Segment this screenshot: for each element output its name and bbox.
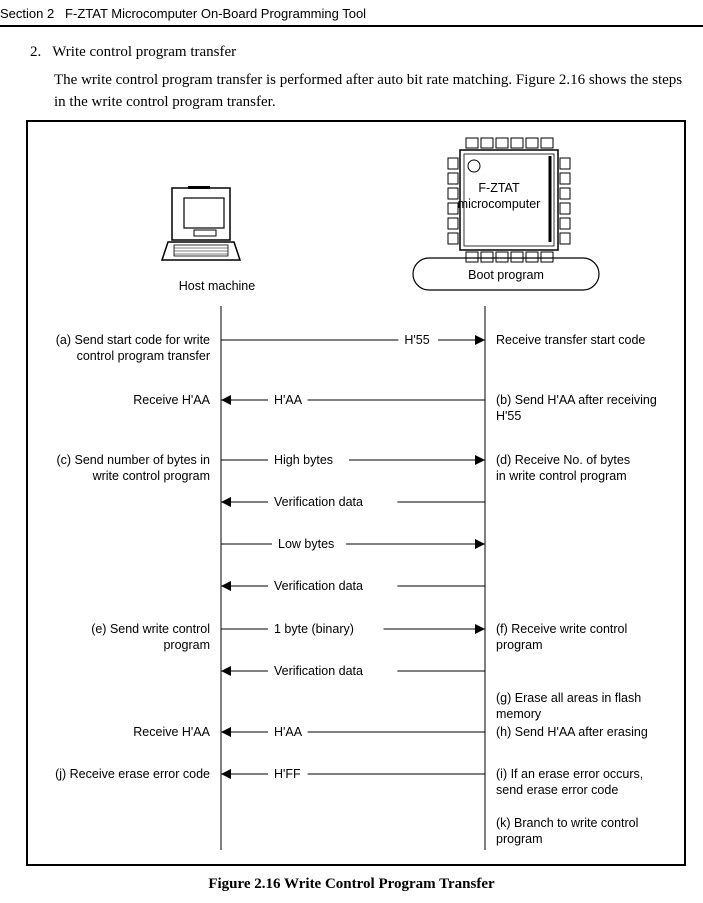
chip-icon [447, 137, 571, 263]
target-action-text: (h) Send H'AA after erasing [496, 725, 648, 739]
message-label: Verification data [274, 579, 363, 593]
step-title: Write control program transfer [52, 44, 237, 60]
chip-pin [510, 251, 524, 263]
sequence-step: Receive H'AA (b) Send H'AA after receivin… [133, 393, 657, 423]
host-action-text: program [163, 638, 210, 652]
chip-pin [559, 202, 571, 215]
chip-pin [559, 172, 571, 185]
chip-label-2: microcomputer [458, 197, 541, 211]
sequence-step: (c) Send number of bytes in write contro… [56, 453, 630, 483]
sequence-step: (e) Send write control program (f) Receiv… [91, 622, 627, 652]
chip-pin [540, 137, 554, 149]
boot-program-box [412, 257, 600, 291]
step-number: 2. [30, 44, 42, 60]
chip-pin [480, 137, 494, 149]
chip-pin [447, 172, 459, 185]
target-action-text: (f) Receive write control [496, 622, 627, 636]
chip-pin [465, 251, 479, 263]
chip-pin [447, 217, 459, 230]
chip-pin [495, 137, 509, 149]
step-body: The write control program transfer is pe… [54, 72, 683, 110]
chip-pin [525, 251, 539, 263]
sequence-step: (k) Branch to write control program [496, 816, 638, 846]
sequence-step: (a) Send start code for write control pr… [56, 333, 646, 363]
target-action-text: send erase error code [496, 783, 618, 797]
chip-pin [540, 251, 554, 263]
chip-pin [495, 251, 509, 263]
host-label: Host machine [179, 279, 255, 293]
message-label: H'AA [274, 725, 303, 739]
chip-pin [447, 187, 459, 200]
section-number: Section 2 [0, 6, 55, 21]
chip-pin [559, 232, 571, 245]
message-label: Low bytes [278, 537, 334, 551]
target-action-text: in write control program [496, 469, 627, 483]
target-action-text: (b) Send H'AA after receiving [496, 393, 657, 407]
message-label: H'AA [274, 393, 303, 407]
host-action-text: (a) Send start code for write [56, 333, 210, 347]
sequence-step: (g) Erase all areas in flash memory [496, 691, 641, 721]
target-action-text: H'55 [496, 409, 521, 423]
message-label: Verification data [274, 495, 363, 509]
chip-pin [480, 251, 494, 263]
sequence-step: Verification data [221, 579, 485, 593]
chip-label-1: F-ZTAT [478, 181, 520, 195]
boot-program-label: Boot program [468, 268, 544, 282]
sequence-step: Verification data [221, 495, 485, 509]
host-action-text: (c) Send number of bytes in [56, 453, 210, 467]
target-action-text: (g) Erase all areas in flash [496, 691, 641, 705]
host-action-text: (j) Receive erase error code [55, 767, 210, 781]
chip-pin [465, 137, 479, 149]
host-action-text: control program transfer [77, 349, 210, 363]
target-action-text: (k) Branch to write control [496, 816, 638, 830]
target-action-text: program [496, 638, 543, 652]
message-label: High bytes [274, 453, 333, 467]
laptop-icon [160, 186, 242, 261]
chip-pin [447, 202, 459, 215]
sequence-step: Receive H'AA (h) Send H'AA after erasing H… [133, 725, 648, 739]
target-action-text: memory [496, 707, 542, 721]
target-action-text: program [496, 832, 543, 846]
figure-caption: Figure 2.16 Write Control Program Transf… [208, 876, 495, 892]
message-label: H'FF [274, 767, 301, 781]
sequence-step: Verification data [221, 664, 485, 678]
sequence-diagram: Host machine F-ZTAT microcomputer Boot p… [55, 137, 657, 850]
message-label: H'55 [404, 333, 429, 347]
step-heading: 2. Write control program transfer [30, 44, 236, 61]
target-action-text: (d) Receive No. of bytes [496, 453, 630, 467]
chip-pin [559, 217, 571, 230]
message-label: 1 byte (binary) [274, 622, 354, 636]
sequence-step: (j) Receive erase error code (i) If an er… [55, 767, 643, 797]
chip-pin [447, 232, 459, 245]
header-rule [0, 25, 703, 27]
chip-pin [559, 157, 571, 170]
host-action-text: write control program [92, 469, 210, 483]
chip-pin [447, 157, 459, 170]
target-action-text: (i) If an erase error occurs, [496, 767, 643, 781]
target-action-text: Receive transfer start code [496, 333, 645, 347]
section-title: F-ZTAT Microcomputer On-Board Programmin… [65, 6, 367, 21]
figure-frame: Host machine F-ZTAT microcomputer Boot p… [26, 120, 686, 866]
sequence-step: Low bytes [221, 537, 485, 551]
chip-pin [559, 187, 571, 200]
host-action-text: Receive H'AA [133, 725, 210, 739]
message-label: Verification data [274, 664, 363, 678]
host-action-text: Receive H'AA [133, 393, 210, 407]
chip-pin [525, 137, 539, 149]
page-header: Section 2 F-ZTAT Microcomputer On-Board … [0, 6, 366, 21]
chip-pin [510, 137, 524, 149]
host-action-text: (e) Send write control [91, 622, 210, 636]
